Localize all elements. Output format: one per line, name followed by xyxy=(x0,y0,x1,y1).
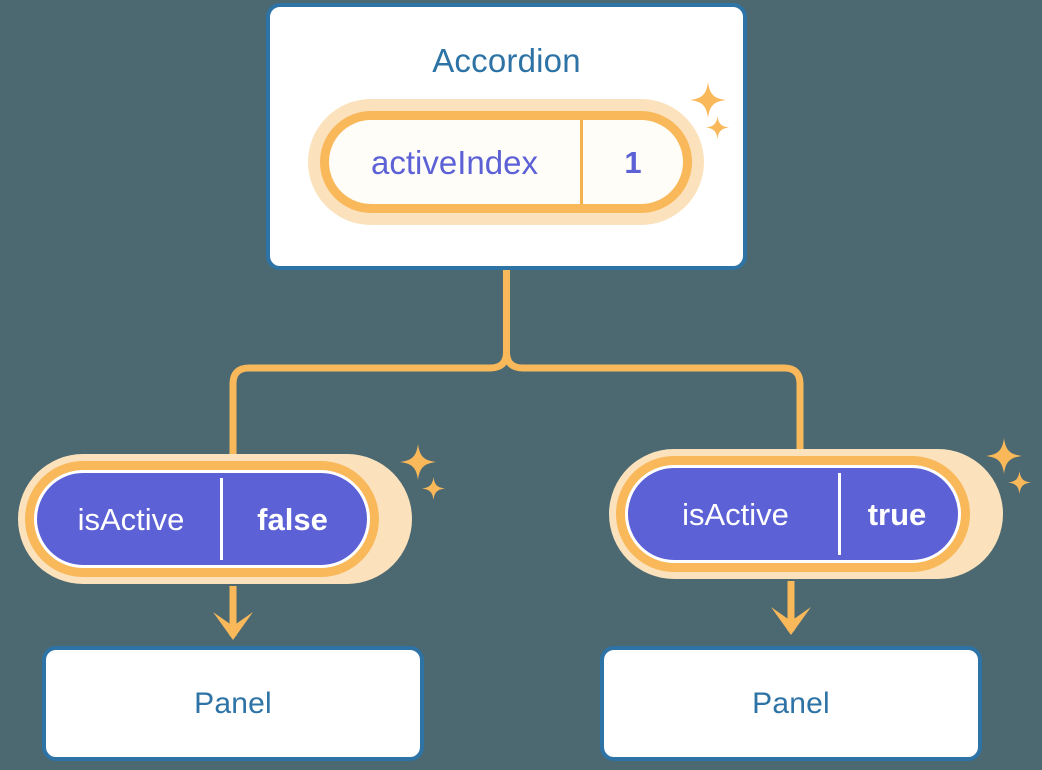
component-card-panel-left[interactable]: Panel xyxy=(42,646,424,761)
arrow-down-icon-left xyxy=(213,586,253,640)
active-index-state-value: 1 xyxy=(580,120,683,204)
is-active-false-state-pill[interactable]: isActive false xyxy=(37,473,367,565)
is-active-false-state-value: false xyxy=(220,478,362,560)
connector-trunk xyxy=(229,270,510,466)
arrow-down-icon-right xyxy=(771,581,811,635)
connector-branch-right xyxy=(503,351,804,462)
is-active-false-state-key: isActive xyxy=(77,501,185,537)
page-title: Accordion xyxy=(432,42,581,79)
sparkle-icon xyxy=(422,477,445,500)
component-card-panel-right[interactable]: Panel xyxy=(600,646,982,761)
is-active-true-state-key: isActive xyxy=(682,496,789,532)
active-index-state-pill[interactable]: activeIndex 1 xyxy=(320,111,692,213)
panel-left-label: Panel xyxy=(194,686,272,720)
sparkle-icon xyxy=(400,444,436,480)
active-index-state-key: activeIndex xyxy=(371,143,538,181)
sparkle-icon xyxy=(690,82,726,118)
sparkle-icon xyxy=(1008,471,1031,494)
sparkle-icon xyxy=(706,116,729,139)
is-active-true-state-value: true xyxy=(838,473,953,555)
panel-right-label: Panel xyxy=(752,686,830,720)
is-active-true-state-pill[interactable]: isActive true xyxy=(628,468,958,560)
sparkle-icon xyxy=(986,438,1022,474)
